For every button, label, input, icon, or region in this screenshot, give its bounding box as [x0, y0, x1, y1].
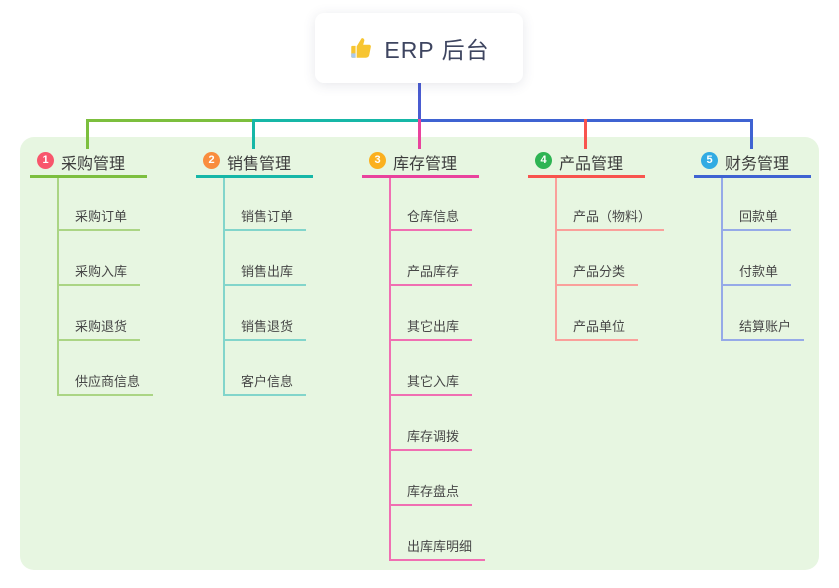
branch-title-underline: [528, 175, 645, 178]
children-rail-line: [57, 178, 59, 396]
branch-number-badge: 4: [535, 152, 552, 169]
root-node[interactable]: ERP 后台: [315, 13, 523, 83]
child-topic[interactable]: 供应商信息: [75, 374, 141, 389]
branch-title[interactable]: 销售管理: [227, 156, 292, 173]
children-rail-line: [555, 178, 557, 341]
thumbs-up-icon: [348, 35, 374, 61]
children-rail-line: [721, 178, 723, 341]
branch-connector-drop: [418, 119, 421, 149]
branch-connector-hline: [252, 119, 421, 122]
child-topic[interactable]: 库存调拨: [407, 429, 460, 444]
branch-title[interactable]: 财务管理: [725, 156, 790, 173]
branch-number-badge: 5: [701, 152, 718, 169]
child-topic[interactable]: 采购订单: [75, 209, 128, 224]
child-underline: [555, 229, 664, 231]
child-topic[interactable]: 回款单: [739, 209, 779, 224]
child-underline: [223, 284, 306, 286]
child-topic[interactable]: 产品库存: [407, 264, 460, 279]
child-topic[interactable]: 产品分类: [573, 264, 626, 279]
child-underline: [721, 229, 791, 231]
child-underline: [555, 284, 638, 286]
branch-title[interactable]: 采购管理: [61, 156, 126, 173]
branch-number-badge: 3: [369, 152, 386, 169]
branches-panel: [20, 137, 819, 570]
child-topic[interactable]: 其它出库: [407, 319, 460, 334]
branch-title[interactable]: 产品管理: [559, 156, 624, 173]
branch-connector-drop: [584, 119, 587, 149]
branch-title[interactable]: 库存管理: [393, 156, 458, 173]
child-topic[interactable]: 销售订单: [241, 209, 294, 224]
child-underline: [57, 284, 140, 286]
branch-title-underline: [694, 175, 811, 178]
child-underline: [721, 284, 791, 286]
child-underline: [389, 449, 472, 451]
child-underline: [223, 229, 306, 231]
child-topic[interactable]: 结算账户: [739, 319, 792, 334]
branch-number-badge: 1: [37, 152, 54, 169]
child-underline: [721, 339, 804, 341]
child-topic[interactable]: 产品单位: [573, 319, 626, 334]
branch-title-underline: [196, 175, 313, 178]
child-topic[interactable]: 销售出库: [241, 264, 294, 279]
child-underline: [223, 394, 306, 396]
branch-title-underline: [362, 175, 479, 178]
child-topic[interactable]: 销售退货: [241, 319, 294, 334]
branch-connector-drop: [750, 119, 753, 149]
child-underline: [57, 394, 153, 396]
root-trunk-line: [417, 83, 421, 121]
child-underline: [389, 339, 472, 341]
child-topic[interactable]: 客户信息: [241, 374, 294, 389]
child-topic[interactable]: 库存盘点: [407, 484, 460, 499]
child-topic[interactable]: 采购入库: [75, 264, 128, 279]
child-topic[interactable]: 付款单: [739, 264, 779, 279]
child-underline: [389, 229, 472, 231]
children-rail-line: [389, 178, 391, 561]
child-underline: [57, 339, 140, 341]
child-underline: [57, 229, 140, 231]
child-underline: [223, 339, 306, 341]
child-topic[interactable]: 产品（物料）: [573, 209, 652, 224]
branch-connector-drop: [252, 119, 255, 149]
child-underline: [389, 504, 472, 506]
child-topic[interactable]: 采购退货: [75, 319, 128, 334]
branch-number-badge: 2: [203, 152, 220, 169]
child-topic[interactable]: 出库库明细: [407, 539, 473, 554]
root-node-label: ERP 后台: [384, 37, 490, 63]
branch-connector-drop: [86, 119, 89, 149]
child-topic[interactable]: 仓库信息: [407, 209, 460, 224]
child-underline: [389, 394, 472, 396]
child-topic[interactable]: 其它入库: [407, 374, 460, 389]
children-rail-line: [223, 178, 225, 396]
child-underline: [555, 339, 638, 341]
branch-title-underline: [30, 175, 147, 178]
child-underline: [389, 284, 472, 286]
child-underline: [389, 559, 485, 561]
